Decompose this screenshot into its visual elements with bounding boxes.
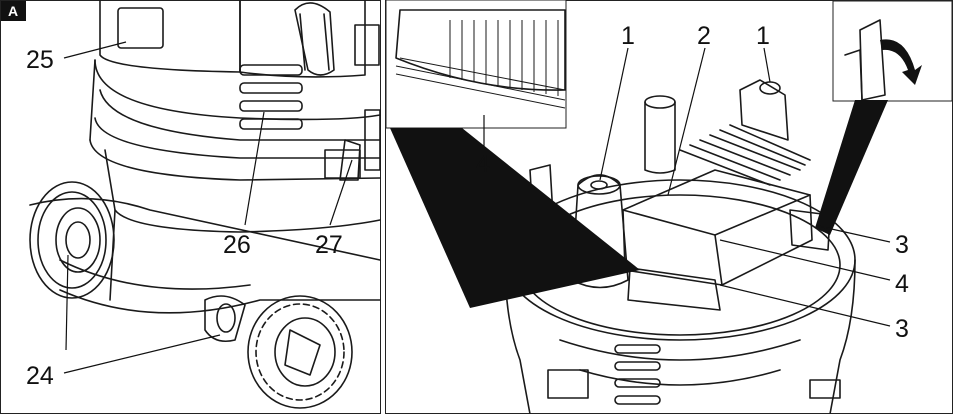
rotate-arrow-icon [880,39,922,85]
callout-1-left: 1 [621,22,635,50]
callout-3-upper: 3 [895,231,909,259]
callout-2: 2 [697,22,711,50]
clip-detail-inset [832,0,953,102]
inset-pleats [449,20,559,96]
callout-24: 24 [26,362,54,390]
wheel-front [247,295,353,409]
left-panel-vacuum-base: A 25 26 27 24 [0,0,381,414]
tank-vents [614,344,661,405]
figure-badge: A [1,1,26,21]
callout-26: 26 [223,231,251,259]
callout-1-right: 1 [756,22,770,50]
callout-25: 25 [26,46,54,74]
wheel-24 [29,181,115,299]
callout-3-lower: 3 [895,315,909,343]
filter-inset [385,0,567,129]
filter-cartridge [622,124,813,311]
callout-27: 27 [315,231,343,259]
callout-4-inset: 4 [476,150,490,178]
callout-4-filter: 4 [895,270,909,298]
badge-label: A [8,3,18,19]
cone-fitting [571,174,629,289]
right-panel-filter: 1 2 1 4 3 4 3 [385,0,953,414]
